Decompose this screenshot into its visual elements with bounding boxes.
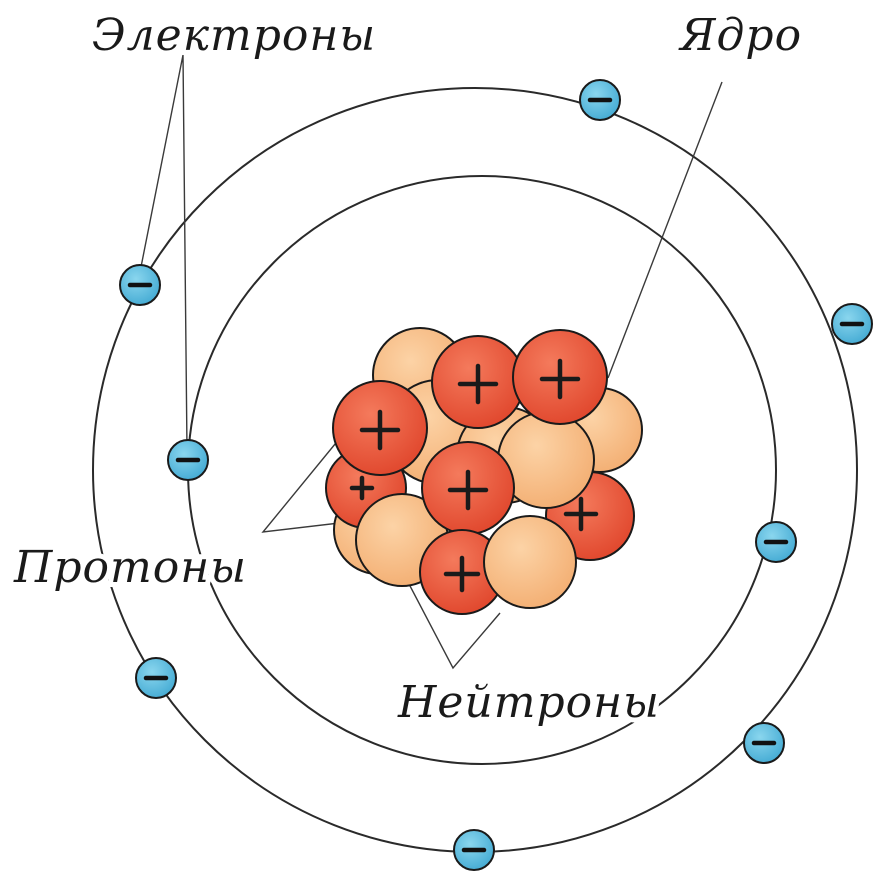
electron bbox=[580, 80, 620, 120]
electron bbox=[136, 658, 176, 698]
neutrons-label: Нейтроны bbox=[397, 677, 660, 728]
electrons-leader bbox=[140, 55, 187, 450]
electron bbox=[168, 440, 208, 480]
electron bbox=[454, 830, 494, 870]
nucleus-leader bbox=[608, 82, 722, 378]
electron bbox=[744, 723, 784, 763]
neutron bbox=[484, 516, 576, 608]
electron bbox=[756, 522, 796, 562]
electrons-label: Электроны bbox=[92, 10, 376, 61]
nucleus-label: Ядро bbox=[678, 10, 802, 61]
nucleus bbox=[326, 328, 642, 614]
electron bbox=[120, 265, 160, 305]
protons-label: Протоны bbox=[13, 542, 247, 593]
electron bbox=[832, 304, 872, 344]
